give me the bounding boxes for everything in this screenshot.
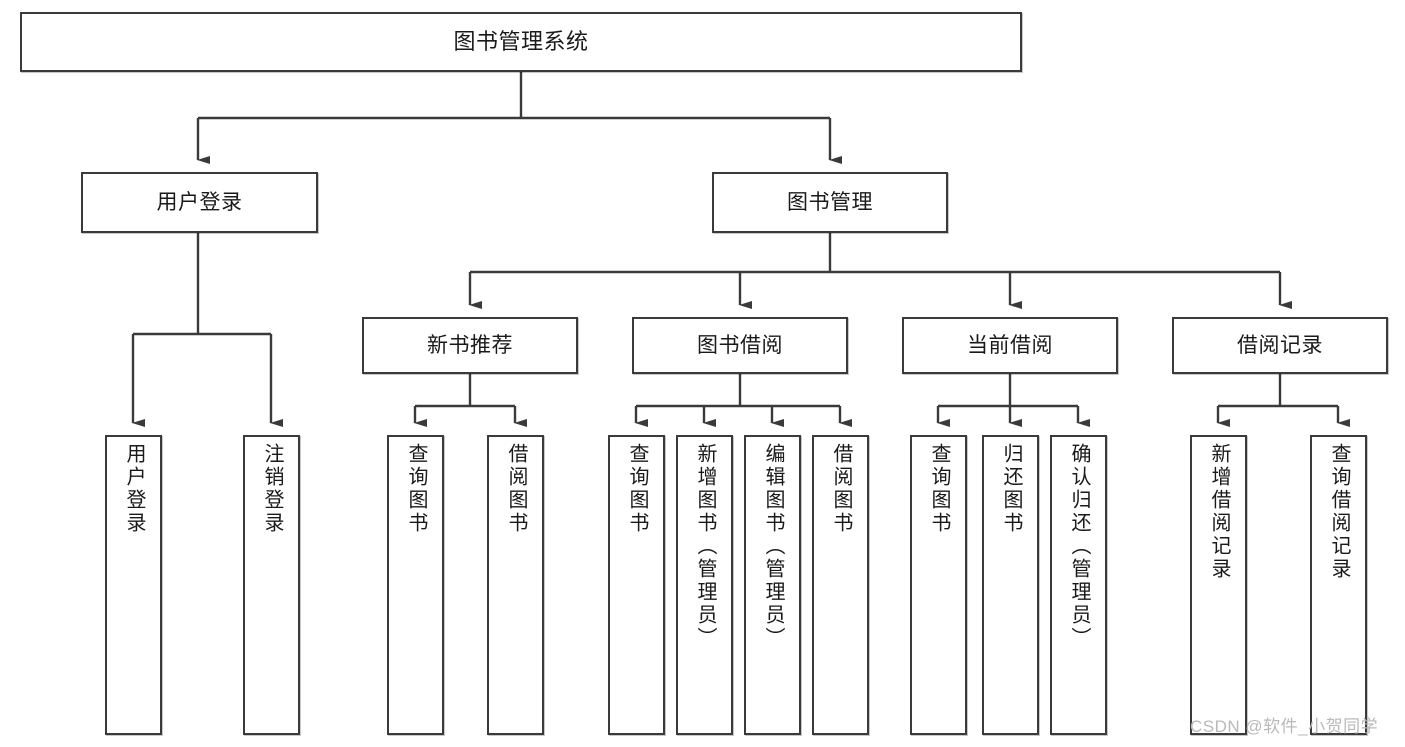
node-book-borrow-label: 图书借阅	[697, 333, 783, 357]
node-user-login-label: 用户登录	[156, 190, 243, 214]
node-new-book-recommend[interactable]: 新书推荐	[362, 317, 578, 374]
leaf-return-book-label: 归还图书	[1000, 443, 1022, 535]
leaf-borrow-book-new-label: 借阅图书	[505, 443, 527, 535]
leaf-query-book-borrow[interactable]: 查询图书	[608, 435, 665, 735]
leaf-query-book-borrow-label: 查询图书	[626, 443, 648, 535]
leaf-borrow-book-label: 借阅图书	[830, 443, 852, 535]
node-root[interactable]: 图书管理系统	[20, 12, 1022, 72]
leaf-add-book[interactable]: 新增图书（管理员）	[676, 435, 733, 735]
leaf-edit-book[interactable]: 编辑图书（管理员）	[744, 435, 801, 735]
csdn-watermark: CSDN @软件_小贺同学	[1190, 717, 1379, 736]
leaf-return-book[interactable]: 归还图书	[982, 435, 1039, 735]
leaf-add-borrow-record[interactable]: 新增借阅记录	[1190, 435, 1247, 735]
leaf-query-book-new[interactable]: 查询图书	[387, 435, 444, 735]
node-book-manage-label: 图书管理	[787, 190, 873, 214]
node-new-book-recommend-label: 新书推荐	[427, 333, 513, 357]
node-current-borrow-label: 当前借阅	[967, 333, 1053, 357]
leaf-confirm-return[interactable]: 确认归还（管理员）	[1050, 435, 1107, 735]
node-current-borrow[interactable]: 当前借阅	[902, 317, 1118, 374]
leaf-query-book-current[interactable]: 查询图书	[910, 435, 967, 735]
node-borrow-record[interactable]: 借阅记录	[1172, 317, 1388, 374]
node-borrow-record-label: 借阅记录	[1237, 333, 1323, 357]
leaf-user-login[interactable]: 用户登录	[105, 435, 162, 735]
node-user-login[interactable]: 用户登录	[81, 172, 318, 233]
leaf-user-login-label: 用户登录	[123, 443, 145, 535]
leaf-add-book-label: 新增图书（管理员）	[694, 443, 716, 650]
leaf-user-logout-label: 注销登录	[261, 443, 283, 535]
leaf-query-borrow-record-label: 查询借阅记录	[1328, 443, 1350, 581]
leaf-edit-book-label: 编辑图书（管理员）	[762, 443, 784, 650]
leaf-query-book-new-label: 查询图书	[405, 443, 427, 535]
leaf-user-logout[interactable]: 注销登录	[243, 435, 300, 735]
leaf-borrow-book-new[interactable]: 借阅图书	[487, 435, 544, 735]
node-root-label: 图书管理系统	[453, 28, 589, 54]
node-book-manage[interactable]: 图书管理	[712, 172, 948, 233]
leaf-borrow-book[interactable]: 借阅图书	[812, 435, 869, 735]
leaf-query-borrow-record[interactable]: 查询借阅记录	[1310, 435, 1367, 735]
leaf-confirm-return-label: 确认归还（管理员）	[1068, 443, 1090, 650]
leaf-add-borrow-record-label: 新增借阅记录	[1208, 443, 1230, 581]
node-book-borrow[interactable]: 图书借阅	[632, 317, 848, 374]
leaf-query-book-current-label: 查询图书	[928, 443, 950, 535]
